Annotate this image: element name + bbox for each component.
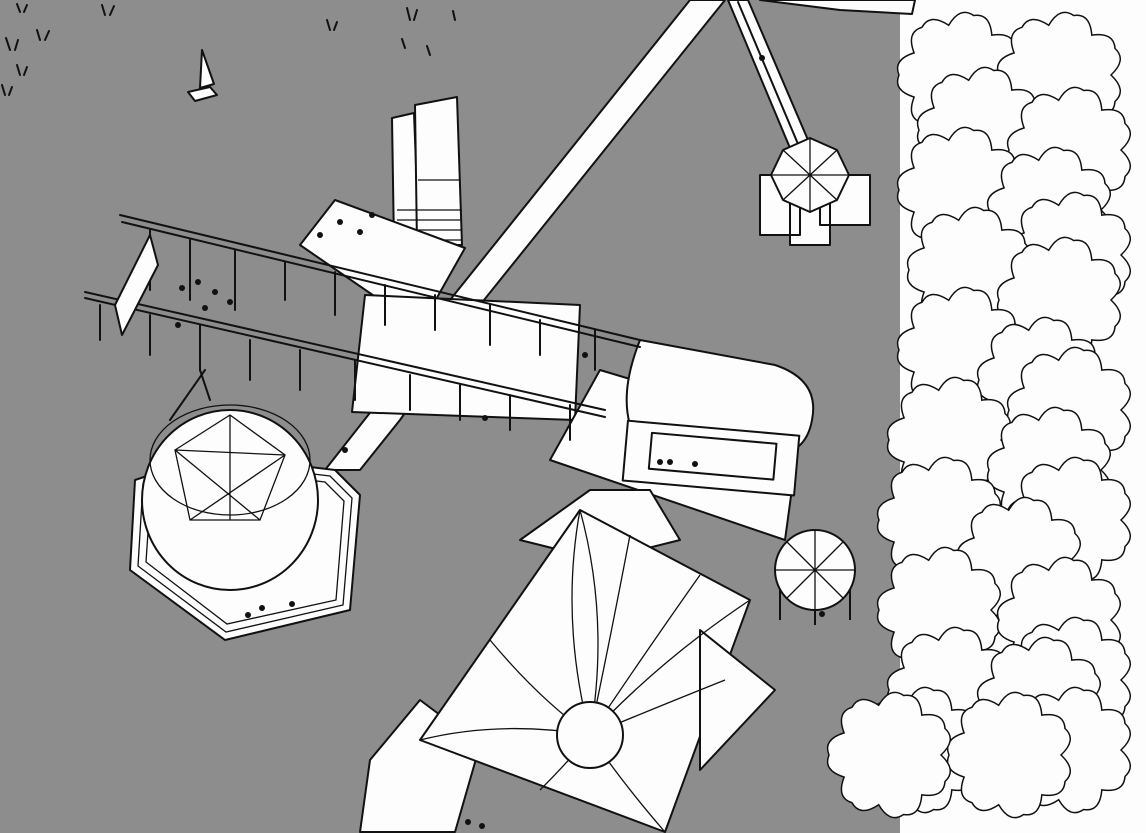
tree-canopy [826, 0, 1146, 833]
round-pavilion [129, 369, 361, 641]
canopy-structure [84, 214, 641, 441]
small-round-tent [774, 529, 856, 625]
rounded-hall [549, 339, 815, 541]
people [175, 55, 825, 829]
building-block [391, 96, 463, 246]
main-platform [351, 294, 581, 421]
sailboat [187, 49, 218, 102]
grass-tufts [1, 3, 456, 96]
plaza [299, 199, 466, 311]
tree [946, 691, 1071, 819]
tree [826, 691, 951, 819]
large-tent [359, 489, 776, 833]
octagon-pavilion [759, 137, 871, 246]
